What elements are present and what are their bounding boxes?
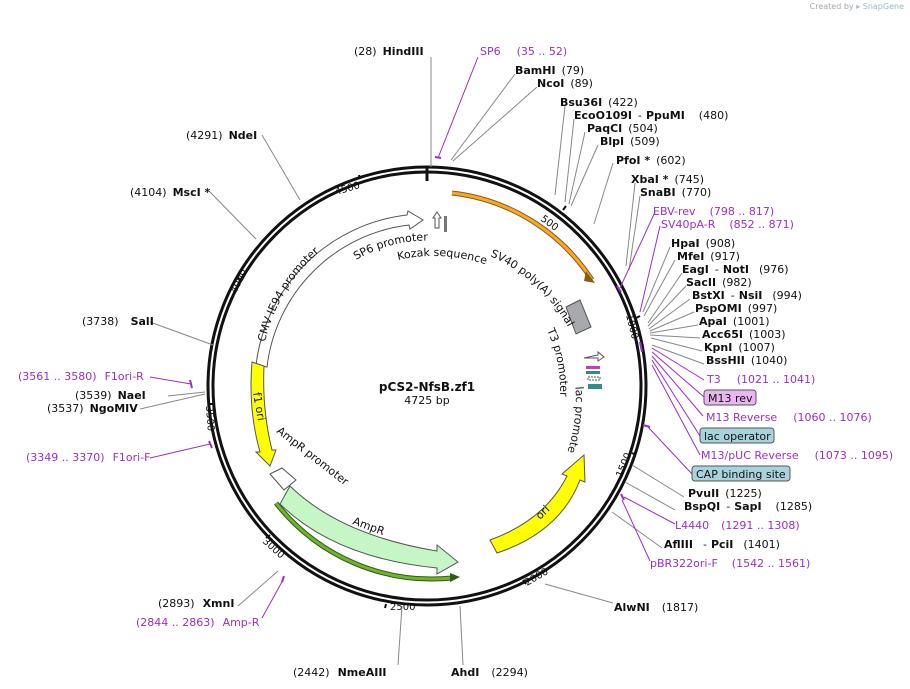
boxed-feature-labels: M13 rev lac operator CAP binding site (691, 389, 791, 482)
svg-text:(3349 .. 3370)F1ori-F: (3349 .. 3370)F1ori-F (26, 451, 151, 464)
svg-text:PaqCI(504): PaqCI(504) (587, 122, 658, 135)
m13-rev-box[interactable] (703, 389, 757, 406)
svg-text:BamHI(79): BamHI(79) (515, 64, 584, 77)
cap-binding-site-box[interactable] (691, 465, 791, 482)
site-leaders (139, 57, 705, 666)
svg-text:EcoO109I-PpuMI(480): EcoO109I-PpuMI(480) (574, 109, 728, 122)
credit-prefix: Created by (809, 2, 854, 11)
svg-text:EBV-rev(798 .. 817): EBV-rev(798 .. 817) (653, 205, 774, 218)
svg-text:NcoI(89): NcoI(89) (537, 77, 593, 90)
sv40-polya-feature[interactable] (565, 299, 592, 335)
cmv-promoter-feature[interactable] (255, 210, 424, 368)
orf-arrow-orange (584, 271, 595, 283)
svg-text:Bsu36I(422): Bsu36I(422) (560, 96, 638, 109)
sp6-promoter-feature[interactable] (432, 211, 442, 229)
svg-text:PvuII(1225): PvuII(1225) (688, 487, 762, 500)
sv40-polya-label: SV40 poly(A) signal (489, 247, 577, 329)
lac-promoter-feature[interactable] (587, 376, 601, 381)
svg-text:M13/pUC Reverse(1073 .. 1095): M13/pUC Reverse(1073 .. 1095) (701, 449, 893, 462)
svg-text:(4104)MscI *: (4104)MscI * (130, 186, 211, 199)
svg-text:(2893)XmnI: (2893)XmnI (158, 597, 234, 610)
svg-text:L4440(1291 .. 1308): L4440(1291 .. 1308) (675, 519, 800, 532)
svg-text:SV40pA-R(852 .. 871): SV40pA-R(852 .. 871) (661, 218, 794, 231)
lac-promoter-label: lac promoter (0, 0, 586, 455)
svg-text:KpnI(1007): KpnI(1007) (704, 341, 775, 354)
svg-text:ApaI(1001): ApaI(1001) (699, 315, 769, 328)
tick-label: 3500 (203, 405, 216, 431)
snapgene-logo-icon: ▸ (856, 2, 861, 11)
kozak-feature[interactable] (444, 216, 447, 232)
svg-text:SnaBI(770): SnaBI(770) (640, 186, 711, 199)
credit-brand: SnapGene (862, 2, 904, 11)
svg-text:Acc65I(1003): Acc65I(1003) (702, 328, 786, 341)
svg-text:(3561 .. 3580)F1ori-R: (3561 .. 3580)F1ori-R (18, 370, 144, 383)
svg-text:(2844 .. 2863)Amp-R: (2844 .. 2863)Amp-R (136, 616, 260, 629)
orf-arc-orange-fill (451, 191, 594, 281)
f1-ori-feature[interactable] (250, 361, 277, 467)
snapgene-credit: Created by ▸ SnapGene (810, 2, 904, 11)
plasmid-length: 4725 bp (404, 394, 449, 407)
svg-text:PspOMI(997): PspOMI(997) (695, 302, 777, 315)
svg-text:XbaI *(745): XbaI *(745) (631, 173, 704, 186)
t3-promoter-label: T3 promoter (544, 325, 570, 397)
svg-text:(3539)NaeI: (3539)NaeI (75, 389, 146, 402)
svg-text:T3(1021 .. 1041): T3(1021 .. 1041) (706, 373, 815, 386)
svg-text:AflIII-PciI(1401): AflIII-PciI(1401) (664, 538, 780, 551)
svg-text:pBR322ori-F(1542 .. 1561): pBR322ori-F(1542 .. 1561) (650, 557, 810, 570)
svg-text:(2442)NmeAIII: (2442)NmeAIII (293, 666, 387, 679)
svg-text:AlwNI(1817): AlwNI(1817) (614, 601, 698, 614)
lac-operator-box[interactable] (699, 427, 775, 444)
svg-text:SacII(982): SacII(982) (686, 276, 752, 289)
tick-label: 4000 (229, 268, 250, 296)
svg-text:EagI-NotI(976): EagI-NotI(976) (682, 263, 789, 276)
orf-arc-green-fill (274, 502, 453, 581)
svg-text:SP6(35 .. 52): SP6(35 .. 52) (480, 45, 567, 58)
svg-text:PfoI *(602): PfoI *(602) (616, 154, 686, 167)
site-labels: (28)HindIII BamHI(79) NcoI(89) Bsu36I(42… (47, 45, 812, 679)
svg-text:(3738)SalI: (3738)SalI (82, 315, 154, 328)
lac-operator-feature[interactable] (586, 371, 600, 374)
t3-promoter-feature[interactable] (583, 350, 605, 362)
svg-text:M13 Reverse(1060 .. 1076): M13 Reverse(1060 .. 1076) (706, 411, 872, 424)
svg-text:HpaI(908): HpaI(908) (671, 237, 735, 250)
svg-text:BstXI-NsiI(994): BstXI-NsiI(994) (692, 289, 802, 302)
svg-text:M13 rev: M13 rev (708, 392, 753, 405)
primer-leaders (149, 56, 705, 619)
svg-text:(3537)NgoMIV: (3537)NgoMIV (47, 402, 138, 415)
tick-label: 4500 (334, 180, 361, 198)
tick-label: 2500 (390, 602, 415, 613)
m13-rev-feature[interactable] (586, 366, 600, 369)
plasmid-name: pCS2-NfsB.zf1 (379, 380, 475, 394)
svg-text:CAP binding site: CAP binding site (696, 468, 786, 481)
svg-text:BlpI(509): BlpI(509) (600, 135, 660, 148)
primer-labels: SP6(35 .. 52) EBV-rev(798 .. 817) SV40pA… (18, 45, 893, 629)
svg-text:(4291)NdeI: (4291)NdeI (186, 129, 257, 142)
orf-arrow-green (450, 573, 460, 582)
ori-feature[interactable] (489, 453, 586, 554)
svg-text:BspQI-SapI(1285): BspQI-SapI(1285) (684, 500, 812, 513)
svg-text:MfeI(917): MfeI(917) (677, 250, 740, 263)
f1-ori-label: f1 ori (250, 391, 268, 422)
svg-text:BssHII(1040): BssHII(1040) (706, 354, 787, 367)
kozak-label: Kozak sequence (396, 246, 489, 268)
ampr-feature[interactable] (279, 485, 459, 575)
svg-text:AhdI(2294): AhdI(2294) (451, 666, 528, 679)
svg-text:lac operator: lac operator (704, 430, 771, 443)
primer-marks (189, 156, 651, 583)
svg-text:(28)HindIII: (28)HindIII (354, 45, 424, 58)
ampr-promoter-feature[interactable] (269, 467, 297, 491)
cap-binding-feature[interactable] (588, 384, 602, 389)
